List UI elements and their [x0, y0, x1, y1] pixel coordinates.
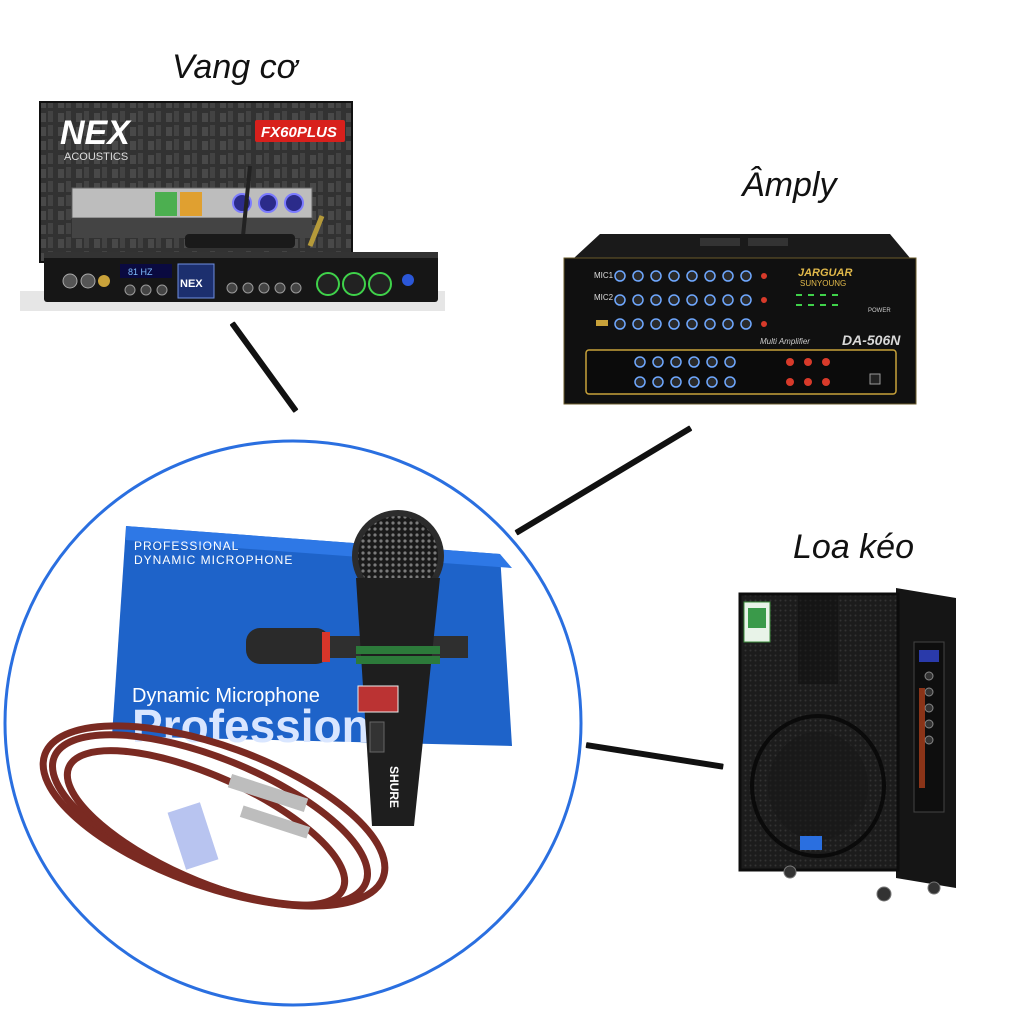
mic-brand: SHURE [387, 766, 401, 808]
label-amplifier: Âmply [742, 166, 837, 204]
mixer-display: 81 HZ [128, 267, 153, 277]
connector-speaker [585, 742, 724, 770]
amp-mic2: MIC2 [594, 293, 614, 302]
mic-box-line1: PROFESSIONAL [134, 539, 239, 553]
amp-brand-sub: SUNYOUNG [800, 279, 846, 288]
label-mixer: Vang cơ [172, 48, 298, 86]
svg-text:NEX: NEX [180, 278, 203, 290]
amp-power-label: POWER [868, 308, 891, 314]
amp-mic1: MIC1 [594, 271, 614, 280]
amp-brand: JARGUAR [798, 267, 852, 279]
mixer-image: NEX ACOUSTICS FX60PLUS 81 HZ NEX [20, 101, 445, 311]
mic-box-caption: Dynamic Microphone [132, 685, 320, 707]
mixer-model: FX60PLUS [261, 124, 337, 141]
mixer-brand-sub: ACOUSTICS [64, 151, 128, 163]
mixer-brand: NEX [60, 114, 132, 152]
amplifier-image: MIC1 MIC2 JARGUAR SUNYOUNG Multi Amplifi… [563, 234, 917, 405]
microphone-circle: PROFESSIONAL DYNAMIC MICROPHONE Dynamic … [3, 439, 583, 1007]
amp-subtitle: Multi Amplifier [760, 337, 810, 346]
label-speaker: Loa kéo [793, 528, 914, 566]
speaker-image [738, 588, 956, 902]
amp-model: DA-506N [842, 332, 901, 348]
mic-box-line2: DYNAMIC MICROPHONE [134, 553, 293, 567]
connector-mixer [229, 321, 299, 413]
